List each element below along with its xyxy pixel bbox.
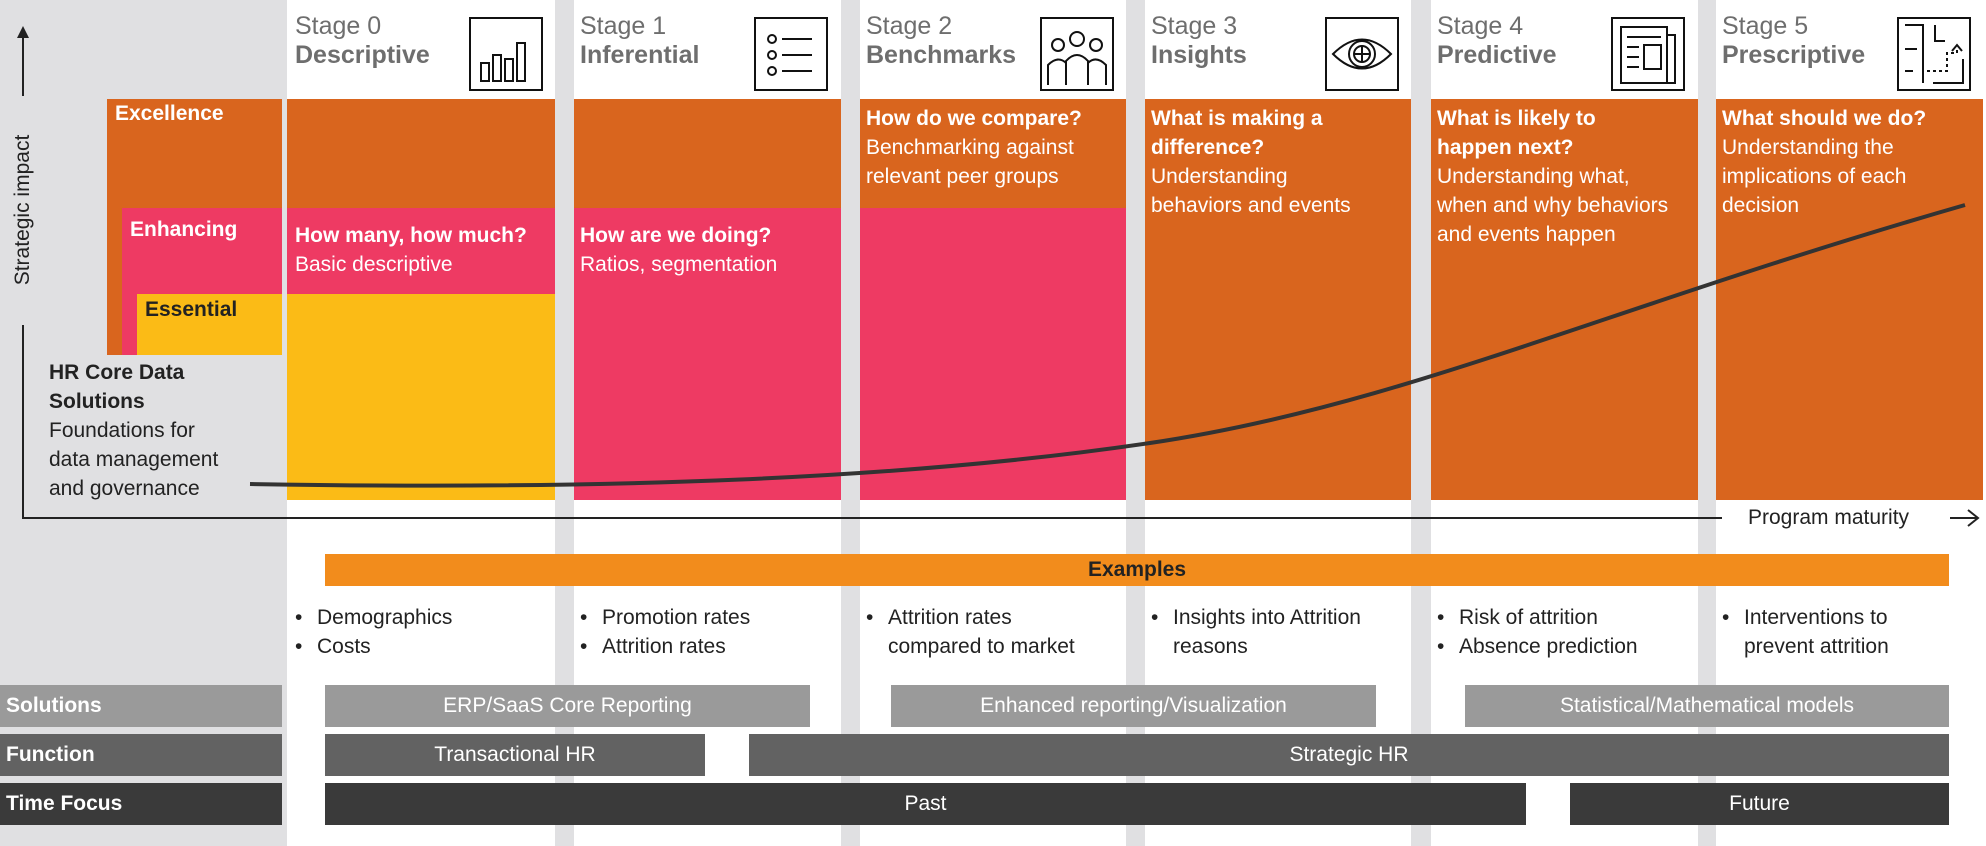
core-title-line1: HR Core Data bbox=[49, 361, 185, 384]
stage-2-name: Benchmarks bbox=[866, 41, 1017, 69]
stage-2-header: Stage 2 Benchmarks bbox=[866, 12, 1016, 70]
stage-3-description-line2: behaviors and events bbox=[1151, 194, 1351, 217]
stage-0-text: How many, how much? Basic descriptive bbox=[295, 221, 527, 279]
stage-2-number: Stage 2 bbox=[866, 12, 953, 40]
solutions-bar-erp: ERP/SaaS Core Reporting bbox=[325, 685, 810, 727]
solutions-bar-visualization: Enhanced reporting/Visualization bbox=[891, 685, 1376, 727]
stage-3-question-line2: difference? bbox=[1151, 136, 1265, 159]
time-bar-future: Future bbox=[1570, 783, 1949, 825]
example-item: Costs bbox=[295, 632, 452, 661]
stage-5-description-line1: Understanding the bbox=[1722, 136, 1894, 159]
example-item: Risk of attrition bbox=[1437, 603, 1638, 632]
x-axis bbox=[22, 509, 1980, 527]
stage-3-question-line1: What is making a bbox=[1151, 107, 1323, 130]
example-item-continued: compared to market bbox=[888, 635, 1075, 658]
core-desc-line1: Foundations for bbox=[49, 419, 195, 442]
core-solutions-text: HR Core Data Solutions Foundations for d… bbox=[49, 358, 218, 503]
examples-stage-2: Attrition rates compared to market bbox=[866, 603, 1075, 661]
examples-stage-1: Promotion rates Attrition rates bbox=[580, 603, 750, 661]
stage-4-header: Stage 4 Predictive bbox=[1437, 12, 1557, 70]
stage-0-description: Basic descriptive bbox=[295, 253, 453, 276]
stage-0-question: How many, how much? bbox=[295, 224, 527, 247]
stage-3-description-line1: Understanding bbox=[1151, 165, 1288, 188]
stage-0-number: Stage 0 bbox=[295, 12, 382, 40]
example-item: Demographics bbox=[295, 603, 452, 632]
stage-4-question-line1: What is likely to bbox=[1437, 107, 1596, 130]
y-axis bbox=[17, 26, 29, 518]
stage-1-header: Stage 1 Inferential bbox=[580, 12, 699, 70]
example-item: Insights into Attrition bbox=[1151, 603, 1361, 632]
example-item: Absence prediction bbox=[1437, 632, 1638, 661]
row-label-solutions: Solutions bbox=[0, 685, 282, 727]
stage-2-description-line2: relevant peer groups bbox=[866, 165, 1059, 188]
examples-stage-5: Interventions to prevent attrition bbox=[1722, 603, 1889, 661]
y-axis-label: Strategic impact bbox=[11, 134, 34, 286]
stage-4-description-line2: when and why behaviors bbox=[1437, 194, 1669, 217]
function-bar-strategic: Strategic HR bbox=[749, 734, 1949, 776]
stage-5-description-line3: decision bbox=[1722, 194, 1800, 217]
stage-5-description-line2: implications of each bbox=[1722, 165, 1907, 188]
example-item-continued: prevent attrition bbox=[1744, 635, 1889, 658]
function-bar-transactional: Transactional HR bbox=[325, 734, 705, 776]
time-bar-past: Past bbox=[325, 783, 1526, 825]
stage-1-text: How are we doing? Ratios, segmentation bbox=[580, 221, 777, 279]
examples-stage-4: Risk of attrition Absence prediction bbox=[1437, 603, 1638, 661]
checklist-icon bbox=[754, 17, 828, 91]
stage-4-description-line3: and events happen bbox=[1437, 223, 1616, 246]
people-group-icon bbox=[1040, 17, 1114, 91]
stage-0-header: Stage 0 Descriptive bbox=[295, 12, 430, 70]
newspaper-icon bbox=[1611, 17, 1685, 91]
stage-3-name: Insights bbox=[1151, 41, 1247, 69]
stage-5-number: Stage 5 bbox=[1722, 12, 1809, 40]
stage-3-text: What is making a difference? Understandi… bbox=[1151, 104, 1351, 220]
stage-2-enhancing-cell bbox=[860, 208, 1126, 500]
stage-4-question-line2: happen next? bbox=[1437, 136, 1574, 159]
stage-1-question: How are we doing? bbox=[580, 224, 772, 247]
stage-2-text: How do we compare? Benchmarking against … bbox=[866, 104, 1082, 191]
stage-0-excellence-cell bbox=[287, 99, 555, 208]
eye-icon bbox=[1325, 17, 1399, 91]
examples-header: Examples bbox=[325, 554, 1949, 586]
stage-4-text: What is likely to happen next? Understan… bbox=[1437, 104, 1668, 249]
bar-chart-icon bbox=[469, 17, 543, 91]
stage-3-number: Stage 3 bbox=[1151, 12, 1238, 40]
examples-stage-3: Insights into Attrition reasons bbox=[1151, 603, 1361, 661]
stage-4-description-line1: Understanding what, bbox=[1437, 165, 1630, 188]
example-item: Attrition rates bbox=[580, 632, 750, 661]
stage-4-number: Stage 4 bbox=[1437, 12, 1524, 40]
stage-1-excellence-cell bbox=[574, 99, 841, 208]
stage-0-essential-cell bbox=[287, 294, 555, 500]
stage-5-text: What should we do? Understanding the imp… bbox=[1722, 104, 1926, 220]
solutions-bar-models: Statistical/Mathematical models bbox=[1465, 685, 1949, 727]
level-enhancing-label: Enhancing bbox=[130, 218, 238, 241]
stage-1-number: Stage 1 bbox=[580, 12, 667, 40]
stage-5-question: What should we do? bbox=[1722, 107, 1927, 130]
row-label-time-focus: Time Focus bbox=[0, 783, 282, 825]
level-essential-label: Essential bbox=[145, 298, 238, 321]
stage-3-header: Stage 3 Insights bbox=[1151, 12, 1247, 70]
stage-2-excellence-cell bbox=[860, 99, 1126, 208]
row-label-function: Function bbox=[0, 734, 282, 776]
core-desc-line2: data management bbox=[49, 448, 219, 471]
stage-4-name: Predictive bbox=[1437, 41, 1557, 69]
stage-0-name: Descriptive bbox=[295, 41, 430, 69]
stage-2-question: How do we compare? bbox=[866, 107, 1082, 130]
core-desc-line3: and governance bbox=[49, 477, 200, 500]
stage-5-header: Stage 5 Prescriptive bbox=[1722, 12, 1865, 70]
stage-1-description: Ratios, segmentation bbox=[580, 253, 778, 276]
level-excellence-label: Excellence bbox=[115, 102, 224, 125]
example-item: Interventions to bbox=[1722, 603, 1889, 632]
stage-2-description-line1: Benchmarking against bbox=[866, 136, 1074, 159]
route-map-icon bbox=[1897, 17, 1971, 91]
stage-1-name: Inferential bbox=[580, 41, 700, 69]
stage-5-name: Prescriptive bbox=[1722, 41, 1866, 69]
x-axis-label: Program maturity bbox=[1748, 506, 1910, 529]
example-item: Promotion rates bbox=[580, 603, 750, 632]
example-item: Attrition rates bbox=[866, 603, 1075, 632]
examples-stage-0: Demographics Costs bbox=[295, 603, 452, 661]
core-title-line2: Solutions bbox=[49, 390, 145, 413]
example-item-continued: reasons bbox=[1173, 635, 1248, 658]
